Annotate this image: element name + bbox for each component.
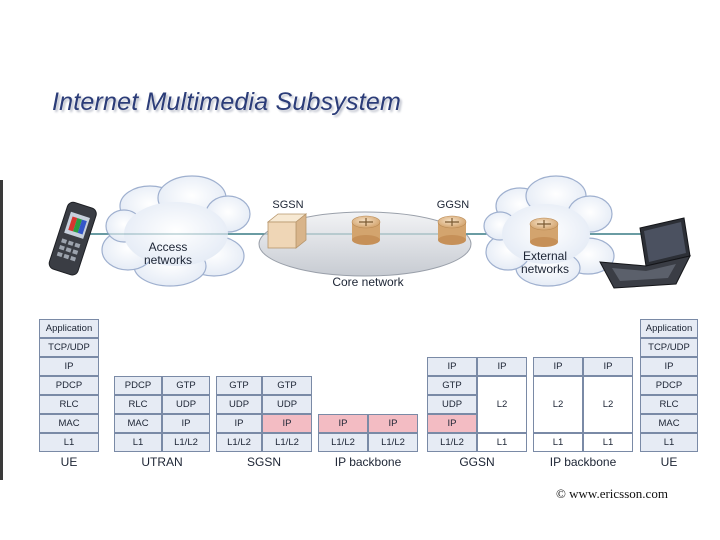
- ue-left-layer: RLC: [39, 395, 99, 414]
- utran-layer: RLC: [114, 395, 162, 414]
- ggsn-column-label: GGSN: [459, 455, 495, 469]
- ue-right-layer: TCP/UDP: [640, 338, 698, 357]
- ggsn-label: GGSN: [437, 199, 469, 211]
- sgsn-layer: IP: [216, 414, 262, 433]
- external-router-icon: [529, 217, 559, 247]
- sgsn-layer: IP: [262, 414, 312, 433]
- core-router-icon: [351, 215, 381, 245]
- ue-left-label: UE: [60, 455, 78, 469]
- sgsn-label: SGSN: [272, 199, 303, 211]
- ip-backbone-layer: IP: [368, 414, 418, 433]
- sgsn-layer: GTP: [262, 376, 312, 395]
- ip-backbone-layer: L1/L2: [368, 433, 418, 452]
- ip-backbone-layer: L1: [533, 433, 583, 452]
- ip-backbone-layer: IP: [583, 357, 633, 376]
- ggsn-layer: L1: [477, 433, 527, 452]
- copyright-text: © www.ericsson.com: [556, 486, 668, 501]
- page-title: Internet Multimedia Subsystem: [52, 88, 402, 116]
- ggsn-layer: IP: [427, 414, 477, 433]
- utran-layer: PDCP: [114, 376, 162, 395]
- ue-right-layer: MAC: [640, 414, 698, 433]
- sgsn-layer: GTP: [216, 376, 262, 395]
- ue-right-layer: RLC: [640, 395, 698, 414]
- access-networks-label-2: networks: [144, 253, 192, 267]
- utran-layer: MAC: [114, 414, 162, 433]
- utran-layer: L1: [114, 433, 162, 452]
- ue-left-layer: MAC: [39, 414, 99, 433]
- ue-left-layer: PDCP: [39, 376, 99, 395]
- external-networks-label-2: networks: [521, 262, 569, 276]
- mobile-phone-icon: [48, 201, 97, 276]
- sgsn-layer: L1/L2: [216, 433, 262, 452]
- ggsn-layer: L1/L2: [427, 433, 477, 452]
- ue-right-layer: Application: [640, 319, 698, 338]
- left-divider: [0, 180, 3, 480]
- ip-backbone-layer: L1/L2: [318, 433, 368, 452]
- utran-label: UTRAN: [141, 455, 183, 469]
- ggsn-layer: IP: [427, 357, 477, 376]
- ue-left-layer: IP: [39, 357, 99, 376]
- ggsn-layer: GTP: [427, 376, 477, 395]
- core-network-label: Core network: [332, 275, 404, 289]
- ip-backbone-layer: L1: [583, 433, 633, 452]
- ip-backbone-label-2: IP backbone: [549, 455, 617, 469]
- sgsn-layer: UDP: [262, 395, 312, 414]
- ue-left-layer: L1: [39, 433, 99, 452]
- utran-layer: IP: [162, 414, 210, 433]
- ue-right-label: UE: [660, 455, 678, 469]
- ue-left-layer: Application: [39, 319, 99, 338]
- ggsn-layer: IP: [477, 357, 527, 376]
- external-networks-label-1: External: [523, 249, 567, 263]
- ue-right-layer: IP: [640, 357, 698, 376]
- ue-left-layer: TCP/UDP: [39, 338, 99, 357]
- utran-layer: L1/L2: [162, 433, 210, 452]
- access-networks-label-1: Access: [149, 240, 188, 254]
- ip-backbone-layer: L2: [533, 376, 583, 433]
- sgsn-column-label: SGSN: [246, 455, 281, 469]
- laptop-icon: [599, 217, 691, 289]
- sgsn-layer: UDP: [216, 395, 262, 414]
- utran-layer: GTP: [162, 376, 210, 395]
- ggsn-layer: L2: [477, 376, 527, 433]
- ip-backbone-layer: L2: [583, 376, 633, 433]
- ggsn-layer: UDP: [427, 395, 477, 414]
- ggsn-router-icon: [437, 215, 467, 245]
- ip-backbone-layer: IP: [318, 414, 368, 433]
- sgsn-layer: L1/L2: [262, 433, 312, 452]
- sgsn-node-icon: [266, 213, 308, 249]
- ue-right-layer: L1: [640, 433, 698, 452]
- ue-right-layer: PDCP: [640, 376, 698, 395]
- ip-backbone-label-1: IP backbone: [334, 455, 402, 469]
- utran-layer: UDP: [162, 395, 210, 414]
- ip-backbone-layer: IP: [533, 357, 583, 376]
